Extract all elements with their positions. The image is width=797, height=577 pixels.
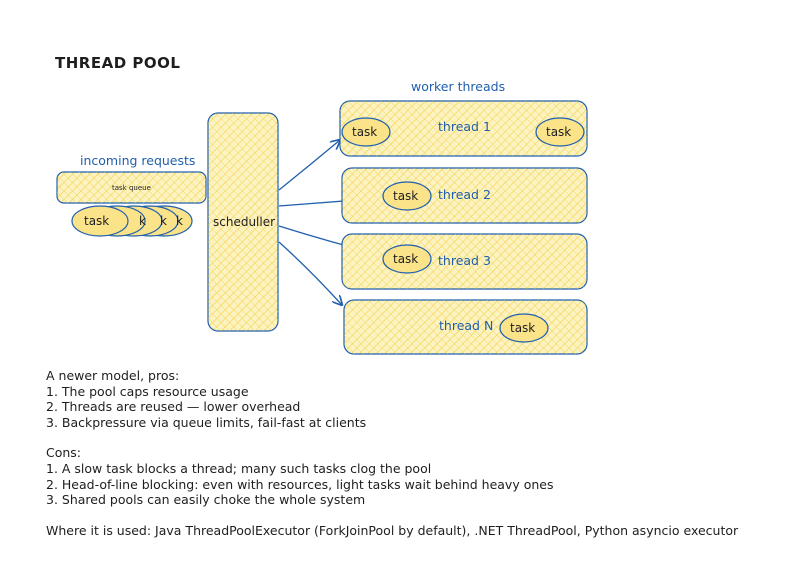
- thread-3-task-label: task: [393, 252, 418, 266]
- pros-item: 1. The pool caps resource usage: [46, 383, 249, 399]
- pros-item: 2. Threads are reused — lower overhead: [46, 399, 301, 415]
- thread-1-label: thread 1: [438, 119, 491, 134]
- queued-task-partial-label: k: [160, 214, 167, 228]
- thread-1-task-left: [341, 117, 391, 147]
- worker-threads-label: worker threads: [411, 79, 505, 94]
- queued-task-stack: [71, 205, 193, 237]
- cons-item: 1. A slow task blocks a thread; many suc…: [46, 460, 432, 476]
- incoming-requests-label: incoming requests: [80, 153, 195, 168]
- task-queue-box: [56, 171, 207, 204]
- thread-n-label: thread N: [439, 318, 493, 333]
- thread-n-task: [499, 313, 549, 343]
- arrow-to-thread-n: [278, 241, 342, 305]
- thread-2-task-label: task: [393, 189, 418, 203]
- cons-item: 3. Shared pools can easily choke the who…: [46, 492, 366, 508]
- notes-section: A newer model, pros: 1. The pool caps re…: [46, 368, 786, 538]
- thread-1-task-left-label: task: [352, 125, 377, 139]
- queued-task-partial-label: k: [139, 214, 146, 228]
- scheduler-box: [207, 112, 279, 332]
- pros-heading: A newer model, pros:: [46, 368, 180, 383]
- cons-item: 2. Head-of-line blocking: even with reso…: [46, 476, 554, 492]
- arrow-to-thread-1: [278, 140, 340, 191]
- thread-n-task-label: task: [510, 321, 535, 335]
- task-queue-label: task queue: [112, 184, 151, 192]
- queued-task-partial-label: k: [176, 214, 183, 228]
- thread-2-label: thread 2: [438, 187, 491, 202]
- thread-1-task-right-label: task: [546, 125, 571, 139]
- scheduler-label: scheduller: [213, 215, 275, 229]
- cons-heading: Cons:: [46, 445, 82, 461]
- queued-task: [71, 205, 129, 237]
- thread-1-task-right: [535, 117, 585, 147]
- thread-3-label: thread 3: [438, 253, 491, 268]
- thread-1-box: [339, 100, 588, 157]
- thread-2-task: [382, 181, 432, 211]
- diagram-title: THREAD POOL: [55, 54, 180, 72]
- pros-item: 3. Backpressure via queue limits, fail-f…: [46, 414, 367, 430]
- usage-note: Where it is used: Java ThreadPoolExecuto…: [46, 522, 739, 538]
- queued-task-label: task: [84, 214, 109, 228]
- thread-3-task: [382, 244, 432, 274]
